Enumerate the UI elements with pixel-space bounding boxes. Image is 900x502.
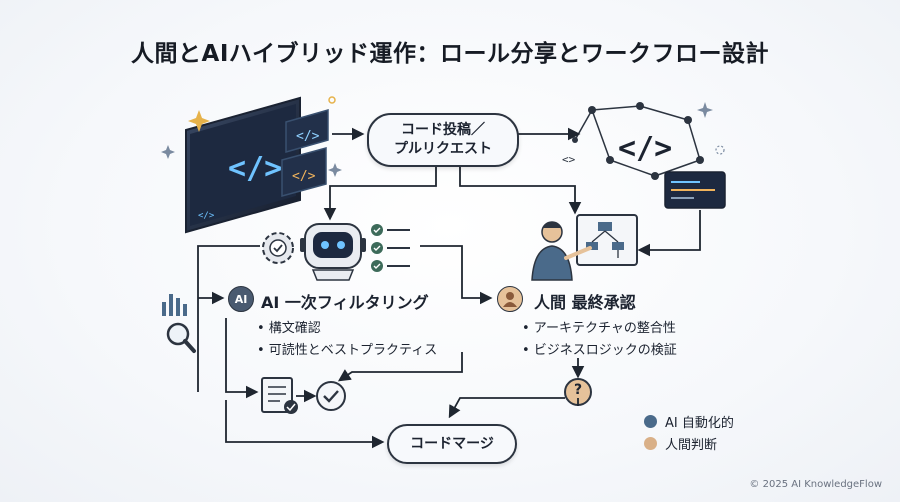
code-submit-line1: コード投稿／ <box>401 122 485 138</box>
human-reviewer-illustration <box>531 214 638 281</box>
page-title: 人間とAIハイブリッド運作：ロール分享とワークフロー設計 <box>131 41 769 67</box>
svg-text:</>: </> <box>292 169 316 184</box>
question-mark: ? <box>573 382 583 398</box>
ai-filter-heading: AI 一次フィルタリング <box>261 293 429 312</box>
human-bullet: • アーキテクチャの整合性 <box>522 321 676 336</box>
human-approval-heading: 人間 最終承認 <box>534 293 636 312</box>
svg-text:</>: </> <box>618 131 672 166</box>
check-circle-icon <box>316 381 346 411</box>
code-network-illustration: </> <> <box>562 102 726 209</box>
search-chart-icon <box>162 294 196 353</box>
flow-connectors <box>197 127 701 449</box>
human-bullet: • ビジネスロジックの検証 <box>522 343 677 358</box>
legend-human: 人間判断 <box>644 434 717 453</box>
svg-text:<>: <> <box>562 153 576 166</box>
code-submit-line2: プルリクエスト <box>394 141 492 157</box>
svg-text:</>: </> <box>198 211 215 221</box>
legend-ai-label: AI 自動化的 <box>665 416 734 431</box>
svg-text:</>: </> <box>228 151 282 186</box>
human-approval-bullets: • アーキテクチャの整合性 • ビジネスロジックの検証 <box>522 318 677 362</box>
ai-bullet: • 構文確認 <box>257 321 321 336</box>
code-submit-node[interactable]: コード投稿／ プルリクエスト <box>367 113 519 167</box>
ai-filter-bullets: • 構文確認 • 可読性とベストプラクティス <box>257 318 437 362</box>
human-badge <box>497 286 523 312</box>
legend-ai: AI 自動化的 <box>644 412 734 431</box>
legend-human-label: 人間判断 <box>665 438 718 453</box>
person-icon <box>503 292 517 307</box>
code-screen-illustration: </> </> </> </> <box>161 96 342 234</box>
copyright-text: © 2025 AI KnowledgeFlow <box>749 479 882 490</box>
ai-bullet: • 可読性とベストプラクティス <box>257 343 438 358</box>
ai-robot-illustration <box>262 223 410 281</box>
legend-ai-dot <box>644 415 657 428</box>
svg-text:</>: </> <box>296 129 320 144</box>
ai-badge: AI <box>228 286 254 312</box>
document-check-icon <box>261 377 298 414</box>
legend-human-dot <box>644 437 657 450</box>
code-merge-node[interactable]: コードマージ <box>387 424 517 464</box>
